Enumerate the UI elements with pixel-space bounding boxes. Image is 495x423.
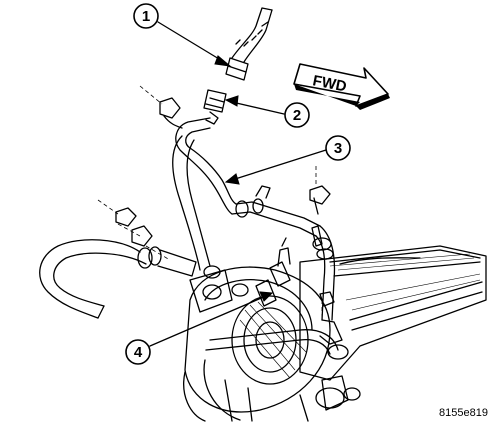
callout-4-label: 4: [134, 344, 143, 361]
left-hose: [39, 199, 197, 319]
fwd-label: FWD: [311, 72, 348, 95]
fwd-direction-arrow: FWD: [293, 63, 390, 110]
callout-2: 2: [284, 102, 310, 128]
callout-3-label: 3: [334, 140, 342, 157]
callout-1: 1: [133, 3, 159, 29]
callout-1-label: 1: [142, 8, 150, 25]
callout-4: 4: [125, 339, 151, 365]
leader-lines: [149, 21, 327, 347]
callout-3: 3: [325, 135, 351, 161]
refrigerant-line: [139, 85, 349, 360]
callout-2-label: 2: [293, 107, 301, 124]
top-hose-assembly: [203, 7, 273, 125]
figure-id: 8155e819: [439, 407, 488, 419]
